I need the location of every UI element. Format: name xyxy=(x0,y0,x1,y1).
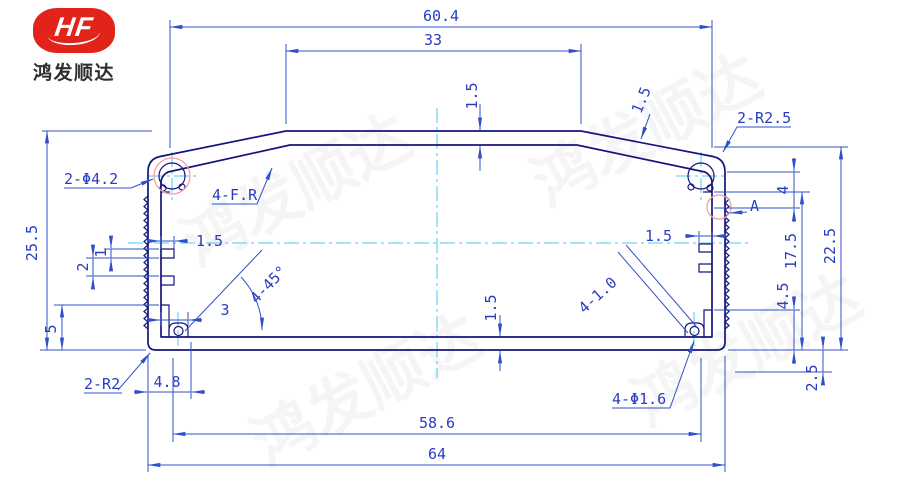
profile-features xyxy=(158,162,715,337)
detail-highlights xyxy=(153,157,732,220)
bottom-holes-label: 4-Φ1.6 xyxy=(612,390,666,408)
dim-4-label: 4 xyxy=(774,185,792,194)
callout-top-corner-radius: 2-R2.5 xyxy=(722,109,791,153)
dim-slope-wall-label: 1.5 xyxy=(628,84,655,116)
dim-top-width-label: 60.4 xyxy=(423,7,459,25)
dim-rib-left-label: 1.5 xyxy=(196,232,223,250)
boss-hook xyxy=(687,183,695,191)
detail-a-label: A xyxy=(750,197,759,215)
dim-top-face-label: 33 xyxy=(424,31,442,49)
dim-58-6-label: 58.6 xyxy=(419,414,455,432)
leader-line xyxy=(212,167,273,205)
leader-line xyxy=(612,340,695,409)
dim-boss-offset-3: 3 xyxy=(147,301,230,326)
chamfer-diagonal xyxy=(184,249,263,332)
dim-total-height: 25.5 xyxy=(23,130,152,351)
slot-line xyxy=(617,251,689,334)
dim-step-4-5: 4.5 xyxy=(714,282,800,364)
dim-bottom-wall: 1.5 xyxy=(482,294,503,371)
step-right xyxy=(703,309,712,337)
dim-top-wall-label: 1.5 xyxy=(463,82,481,109)
hole-bottom-right xyxy=(689,325,700,337)
dim-rib-gap-label: 2 xyxy=(74,262,92,271)
hf-logo-icon: HF xyxy=(33,8,115,53)
dim-4-8-label: 4.8 xyxy=(153,373,180,391)
boss-hook xyxy=(706,184,714,192)
dim-boss-offset-4-8: 4.8 xyxy=(134,342,205,399)
callout-bottom-corner-radius: 2-R2 xyxy=(84,353,150,394)
dim-4-5-label: 4.5 xyxy=(774,282,792,309)
dim-inner-height-17-5: 17.5 xyxy=(714,191,848,351)
centerlines xyxy=(128,108,748,378)
dim-rib-right-width: 1.5 xyxy=(645,227,726,245)
dim-rib-gap-2: 2 xyxy=(74,244,159,290)
hole-bottom-left xyxy=(173,325,184,337)
leader-line xyxy=(64,178,154,189)
dim-2-5-label: 2.5 xyxy=(803,364,821,391)
dim-17-5-label: 17.5 xyxy=(782,233,800,269)
knurl-left xyxy=(143,195,149,330)
top-corner-radius-label: 2-R2.5 xyxy=(737,109,791,127)
dim-total-width: 64 xyxy=(147,356,726,472)
dim-offset-2-5: 2.5 xyxy=(735,336,832,392)
dim-top-wall: 1.5 xyxy=(463,82,483,171)
dim-inner-height-22-5: 22.5 xyxy=(714,146,848,351)
screw-boss-bottom-left xyxy=(168,322,189,337)
boss-hook xyxy=(178,183,186,191)
dim-top-width: 60.4 xyxy=(169,7,713,148)
rib-left-1 xyxy=(161,248,175,259)
leader-line xyxy=(722,126,791,153)
slot-line xyxy=(625,244,697,327)
inner-contour xyxy=(160,144,713,338)
dim-step-5: 5 xyxy=(42,304,159,351)
screw-boss-top-right xyxy=(687,162,715,190)
dim-top-face-width: 33 xyxy=(285,31,582,124)
dim-22-5-label: 22.5 xyxy=(821,228,839,264)
highlight-top-left-boss xyxy=(153,157,191,195)
bottom-corner-radius-label: 2-R2 xyxy=(84,375,120,393)
step-left xyxy=(161,304,170,337)
dim-boss-offset-3-label: 3 xyxy=(220,301,229,319)
rib-left-2 xyxy=(161,275,175,286)
callout-detail-a: A xyxy=(729,197,759,215)
dim-bottom-inner-width: 58.6 xyxy=(172,358,702,442)
callout-fillets: 4-F.R xyxy=(212,167,273,205)
angle-arc xyxy=(240,276,265,331)
company-name: 鸿发顺达 xyxy=(32,63,115,84)
callout-top-holes: 2-Φ4.2 xyxy=(64,170,154,189)
rib-right-2 xyxy=(698,263,712,273)
dim-slots-right: 4-1.0 xyxy=(575,244,697,334)
top-holes-label: 2-Φ4.2 xyxy=(64,170,118,188)
dim-rib-left-width: 1.5 xyxy=(147,232,223,250)
dim-slope-wall: 1.5 xyxy=(628,84,655,140)
rib-right-1 xyxy=(698,243,712,253)
dim-boss-height-4: 4 xyxy=(714,158,800,222)
logo-swoosh-icon xyxy=(47,32,101,47)
dim-rib-1-label: 1 xyxy=(92,248,110,257)
knurl-right xyxy=(724,195,730,330)
dim-64-label: 64 xyxy=(428,445,446,463)
dim-rib-right-label: 1.5 xyxy=(645,227,672,245)
highlight-detail-a xyxy=(706,194,732,220)
dim-bottom-wall-label: 1.5 xyxy=(482,294,500,321)
dim-step-5-label: 5 xyxy=(42,324,60,333)
leader-line xyxy=(729,210,748,215)
brand-logo: HF 鸿发顺达 xyxy=(18,8,130,85)
dim-chamfer-angle: 4-45° xyxy=(184,249,291,332)
fillets-label: 4-F.R xyxy=(212,186,258,204)
slots-right-label: 4-1.0 xyxy=(575,273,621,317)
dim-rib-1: 1 xyxy=(92,235,159,272)
callout-bottom-holes: 4-Φ1.6 xyxy=(612,340,695,409)
dim-total-height-label: 25.5 xyxy=(23,225,41,261)
chamfer-angle-label: 4-45° xyxy=(246,262,290,307)
screw-boss-bottom-right xyxy=(684,322,705,337)
leader-line xyxy=(84,353,150,394)
screw-boss-top-left xyxy=(158,162,186,190)
